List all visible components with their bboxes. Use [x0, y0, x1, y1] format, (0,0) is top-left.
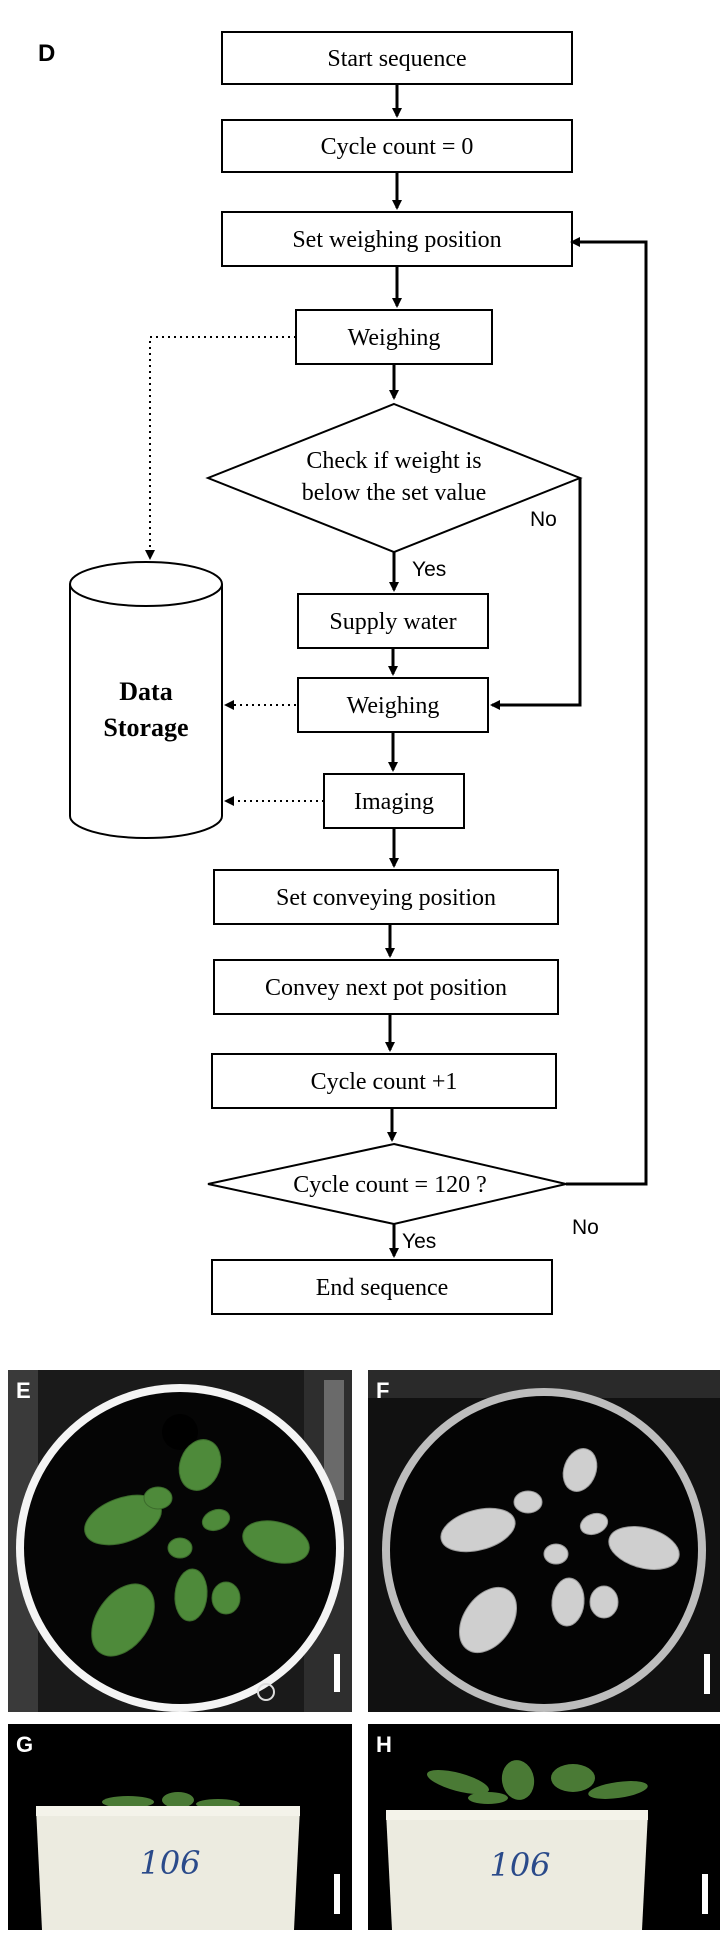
panel-label-d: D — [38, 40, 56, 67]
photo-panel-e: E — [8, 1370, 352, 1712]
photo-panel-h: 106 H — [368, 1724, 720, 1930]
cycle-yes-label: Yes — [402, 1230, 436, 1253]
cycle-zero-text: Cycle count = 0 — [321, 134, 474, 160]
imaging-text: Imaging — [354, 789, 434, 815]
cycle-check-diamond: Cycle count = 120 ? — [207, 1142, 567, 1226]
end-box: End sequence — [211, 1259, 553, 1315]
convey-next-box: Convey next pot position — [213, 959, 559, 1015]
weighing-text-2: Weighing — [347, 693, 440, 719]
storage-text-line2: Storage — [103, 713, 188, 742]
weighing-box-2: Weighing — [297, 677, 489, 733]
photo-panel-g: 106 G — [8, 1724, 352, 1930]
panel-label-g: G — [16, 1732, 34, 1757]
panel-label-h: H — [376, 1732, 392, 1757]
scale-bar — [334, 1874, 340, 1914]
set-weighing-text: Set weighing position — [292, 227, 501, 253]
weighing-box-1: Weighing — [295, 309, 493, 365]
check-text-line2: below the set value — [302, 480, 487, 506]
cycle-check-text: Cycle count = 120 ? — [293, 1172, 487, 1198]
data-storage-cylinder: Data Storage — [69, 561, 223, 839]
photo-panel-f: F — [368, 1370, 720, 1712]
set-conveying-box: Set conveying position — [213, 869, 559, 925]
imaging-box: Imaging — [323, 773, 465, 829]
check-yes-label: Yes — [412, 558, 446, 581]
scale-bar — [702, 1874, 708, 1914]
convey-next-text: Convey next pot position — [265, 975, 507, 1001]
cycle-zero-box: Cycle count = 0 — [221, 119, 573, 173]
no-path-arrow — [490, 478, 582, 710]
check-no-label: No — [530, 508, 557, 531]
panel-label-f: F — [376, 1378, 390, 1403]
loop-back-arrow — [566, 237, 648, 1186]
dotted-arrow-weighing-to-storage — [145, 336, 296, 560]
scale-bar — [334, 1654, 340, 1692]
end-text: End sequence — [316, 1275, 449, 1301]
supply-water-text: Supply water — [329, 609, 456, 635]
supply-water-box: Supply water — [297, 593, 489, 649]
start-box: Start sequence — [221, 31, 573, 85]
weighing-text-1: Weighing — [348, 325, 441, 351]
set-weighing-box: Set weighing position — [221, 211, 573, 267]
panel-label-e: E — [16, 1378, 31, 1403]
pot-label-g: 106 — [139, 1844, 200, 1882]
storage-text-line1: Data — [119, 677, 172, 706]
check-text-line1: Check if weight is — [306, 448, 481, 474]
scale-bar — [704, 1654, 710, 1694]
weight-check-diamond: Check if weight is below the set value — [205, 402, 583, 554]
side-view-photo-h: 106 — [368, 1724, 720, 1930]
top-view-gray-photo — [368, 1370, 720, 1712]
cycle-plus-box: Cycle count +1 — [211, 1053, 557, 1109]
flowchart: Start sequence Cycle count = 0 Set weigh… — [69, 31, 648, 1315]
cycle-no-label: No — [572, 1216, 599, 1239]
pot-label-h: 106 — [489, 1846, 550, 1884]
top-view-color-photo — [8, 1370, 352, 1712]
side-view-photo-g: 106 — [8, 1724, 352, 1930]
start-text: Start sequence — [327, 46, 466, 72]
cycle-plus-text: Cycle count +1 — [311, 1069, 458, 1095]
set-conveying-text: Set conveying position — [276, 885, 496, 911]
